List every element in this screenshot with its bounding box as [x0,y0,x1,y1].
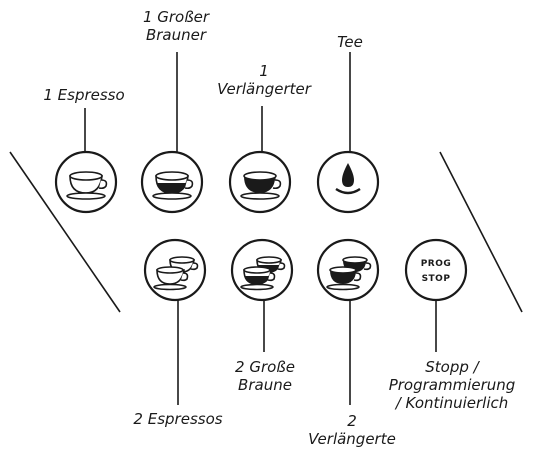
label-stopp-programmierung: Stopp / Programmierung / Kontinuierlich [388,358,516,412]
button-tee[interactable] [316,150,380,214]
double-cup-filled-icon [326,256,372,291]
label-verlaengerter-1: 1 Verlängerter [217,62,311,98]
double-cup-half-filled-icon [240,256,286,291]
label-grosse-braune-2: 2 Große Braune [235,358,295,394]
single-cup-filled-icon [240,171,282,200]
single-cup-empty-icon [66,171,108,200]
panel-edge-left [9,151,121,313]
panel-edge-right [439,151,523,313]
water-drop-icon [335,163,361,195]
label-tee: Tee [337,33,363,51]
double-cup-empty-icon [153,256,199,291]
button-verlaengerte-2[interactable] [316,238,380,302]
button-verlaengerter-1[interactable] [228,150,292,214]
button-espresso-1[interactable] [54,150,118,214]
label-espressos-2: 2 Espressos [133,410,223,428]
prog-stop-line1: PROG [421,259,452,269]
button-espressos-2[interactable] [143,238,207,302]
label-grosser-brauner-1: 1 Großer Brauner [142,8,210,44]
prog-stop-line2: STOP [422,274,451,284]
label-verlaengerte-2: 2 Verlängerte [308,412,396,448]
button-grosser-brauner-1[interactable] [140,150,204,214]
button-prog-stop[interactable]: PROG STOP [404,238,468,302]
label-espresso-1: 1 Espresso [43,86,125,104]
single-cup-half-filled-icon [152,171,194,200]
button-grosse-braune-2[interactable] [230,238,294,302]
